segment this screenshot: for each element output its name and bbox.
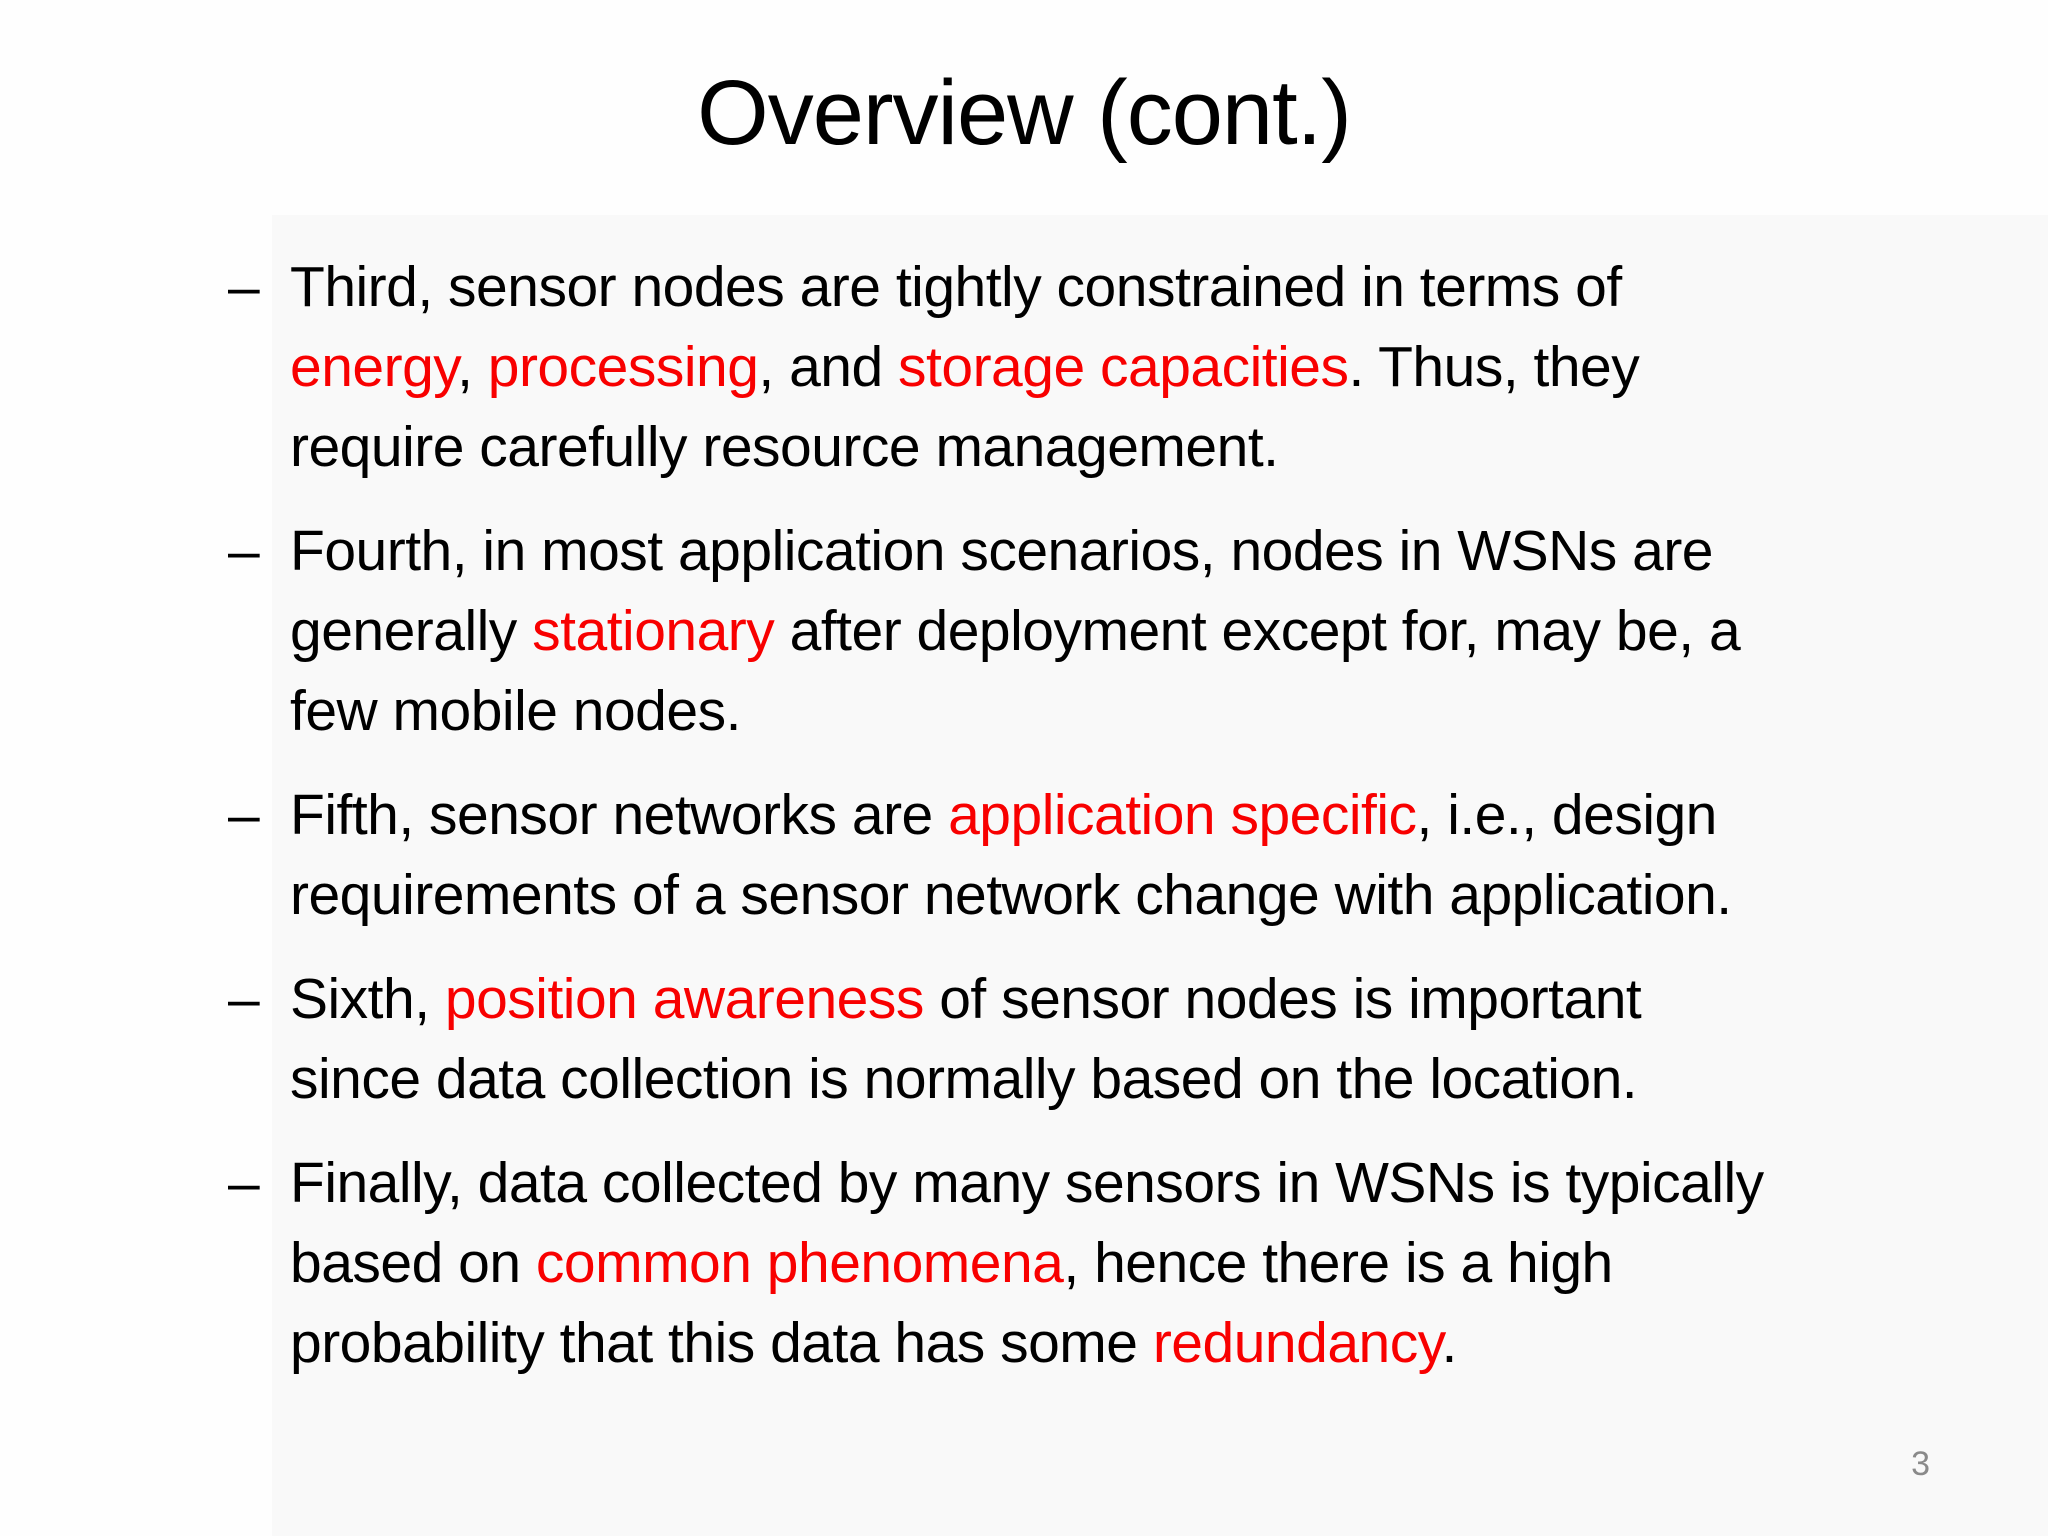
text-run: Third, sensor nodes are tightly constrai… (290, 255, 1622, 319)
text-run: , (457, 335, 488, 399)
dash-marker: – (228, 1151, 260, 1215)
bullet-item: –Fourth, in most application scenarios, … (228, 511, 2018, 751)
dash-marker: – (228, 783, 260, 847)
highlighted-text: application specific (948, 783, 1417, 847)
dash-marker: – (228, 967, 260, 1031)
bullet-item: –Sixth, position awareness of sensor nod… (228, 959, 2018, 1119)
content-background (272, 215, 2048, 1536)
text-run: require carefully resource management. (290, 415, 1279, 479)
text-run: few mobile nodes. (290, 679, 741, 743)
highlighted-text: position awareness (444, 967, 924, 1031)
bullet-list: –Third, sensor nodes are tightly constra… (228, 247, 2018, 1407)
highlighted-text: common phenomena (535, 1231, 1064, 1295)
slide-title: Overview (cont.) (697, 62, 1352, 164)
highlighted-text: redundancy (1152, 1311, 1442, 1375)
text-run: probability that this data has some (290, 1311, 1153, 1375)
text-run: after deployment except for, may be, a (774, 599, 1741, 663)
page-number: 3 (1911, 1445, 1930, 1483)
highlighted-text: processing (487, 335, 759, 399)
bullet-item: –Finally, data collected by many sensors… (228, 1143, 2018, 1383)
bullet-item: –Third, sensor nodes are tightly constra… (228, 247, 2018, 487)
highlighted-text: stationary (532, 599, 775, 663)
text-run: . (1441, 1311, 1457, 1375)
text-run: generally (290, 599, 533, 663)
bullet-item: –Fifth, sensor networks are application … (228, 775, 2018, 935)
text-run: of sensor nodes is important (923, 967, 1642, 1031)
text-run: Fifth, sensor networks are (290, 783, 949, 847)
dash-marker: – (228, 519, 260, 583)
text-run: , i.e., design (1416, 783, 1718, 847)
dash-marker: – (228, 255, 260, 319)
highlighted-text: energy (290, 335, 458, 399)
text-run: , hence there is a high (1063, 1231, 1613, 1295)
text-run: Fourth, in most application scenarios, n… (290, 519, 1714, 583)
highlighted-text: storage capacities (898, 335, 1349, 399)
text-run: Sixth, (290, 967, 445, 1031)
text-run: based on (290, 1231, 536, 1295)
text-run: . Thus, they (1348, 335, 1640, 399)
text-run: since data collection is normally based … (290, 1047, 1638, 1111)
text-run: requirements of a sensor network change … (290, 863, 1732, 927)
text-run: , and (758, 335, 899, 399)
text-run: Finally, data collected by many sensors … (290, 1151, 1764, 1215)
